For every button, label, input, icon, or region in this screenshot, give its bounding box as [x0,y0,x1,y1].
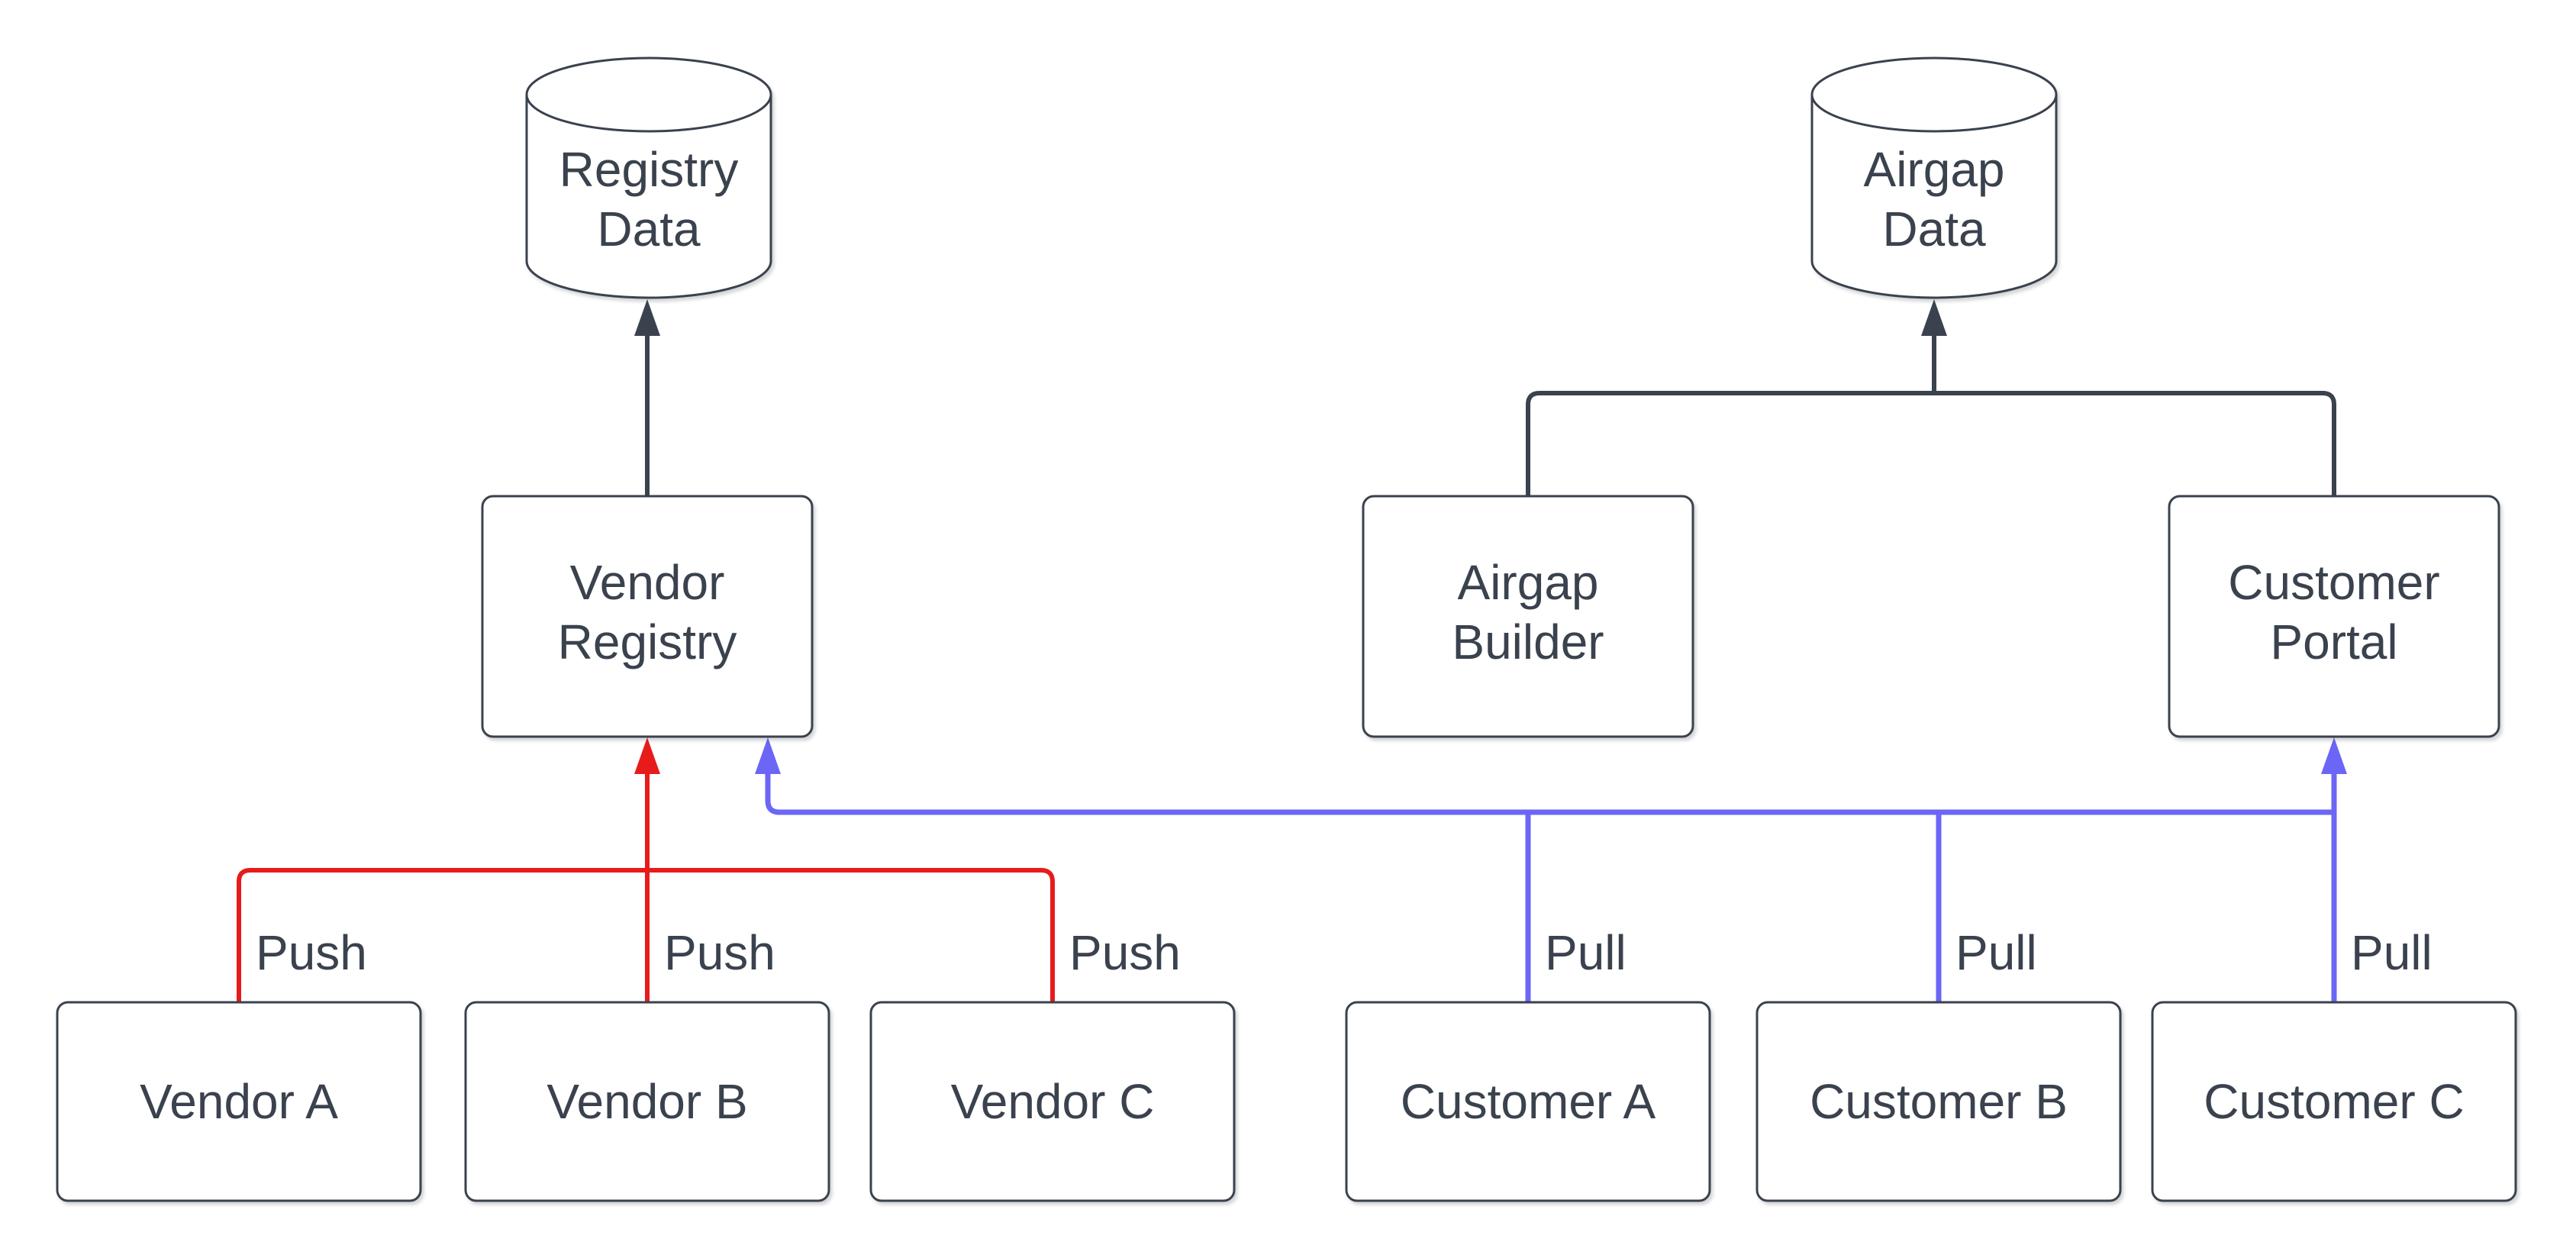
edge-vendor-c-push [647,868,1055,1002]
node-customer-a-shape [1345,1001,1711,1202]
airgap-builder-label-line2: Builder [1452,614,1604,669]
registry-data-label-line1: Registry [559,142,739,197]
node-vendor-b-shape [464,1001,830,1202]
node-vendor-a-shape [56,1001,422,1202]
arrowhead-into-airgap-data [1921,299,1947,336]
labels-group: Registry Data Airgap Data Vendor Registr… [140,142,2465,1129]
node-registry-data-shape [525,56,772,299]
airgap-data-label-line2: Data [1882,202,1986,256]
edge-label-pull-customer-b: Pull [1955,925,2037,980]
node-vendor-registry-shape [481,495,814,738]
customer-portal-label-line1: Customer [2228,555,2439,610]
blue-arrowheads-group [755,737,2347,774]
vendor-b-label: Vendor B [546,1074,747,1129]
edge-label-push-vendor-c: Push [1069,925,1181,980]
dark-arrowheads-group [634,299,1947,336]
pull-edges-group [765,773,2337,1002]
customer-a-label: Customer A [1401,1074,1656,1129]
edge-pull-bus-to-vendor-registry [765,773,2334,815]
node-registry-data-cylinder-lip [525,94,772,133]
customer-c-label: Customer C [2204,1074,2464,1129]
node-vendor-c-shape [869,1001,1236,1202]
vendor-c-label: Vendor C [951,1074,1155,1129]
registry-data-label-line2: Data [597,202,701,256]
edge-airgap-builder-customer-portal-tree [1526,391,2336,496]
airgap-builder-label-line1: Airgap [1458,555,1599,610]
edge-label-push-vendor-b: Push [664,925,775,980]
customer-b-label: Customer B [1810,1074,2068,1129]
dark-edges-group [645,333,2336,496]
node-customer-c-shape [2151,1001,2517,1202]
edge-label-pull-customer-c: Pull [2351,925,2433,980]
node-customer-b-shape [1755,1001,2122,1202]
edge-label-pull-customer-a: Pull [1545,925,1627,980]
edge-label-push-vendor-a: Push [256,925,367,980]
push-edges-group [237,773,1055,1002]
arrowhead-pull-into-customer-portal [2321,737,2347,774]
customer-portal-label-line2: Portal [2270,614,2397,669]
node-shapes-group [56,56,2517,1202]
airgap-data-label-line1: Airgap [1864,142,2005,197]
vendor-registry-label-line1: Vendor [570,555,725,610]
edge-vendor-a-push [237,868,647,1002]
arrowhead-push-into-vendor-registry [634,737,660,774]
node-airgap-data-shape [1810,56,2058,299]
node-customer-portal-shape [2168,495,2500,738]
node-airgap-builder-shape [1362,495,1694,738]
arrowhead-into-registry-data [634,299,660,336]
arrowhead-pull-into-vendor-registry [755,737,781,774]
node-airgap-data-cylinder-lip [1810,94,2058,133]
vendor-a-label: Vendor A [140,1074,338,1129]
vendor-registry-label-line2: Registry [558,614,737,669]
